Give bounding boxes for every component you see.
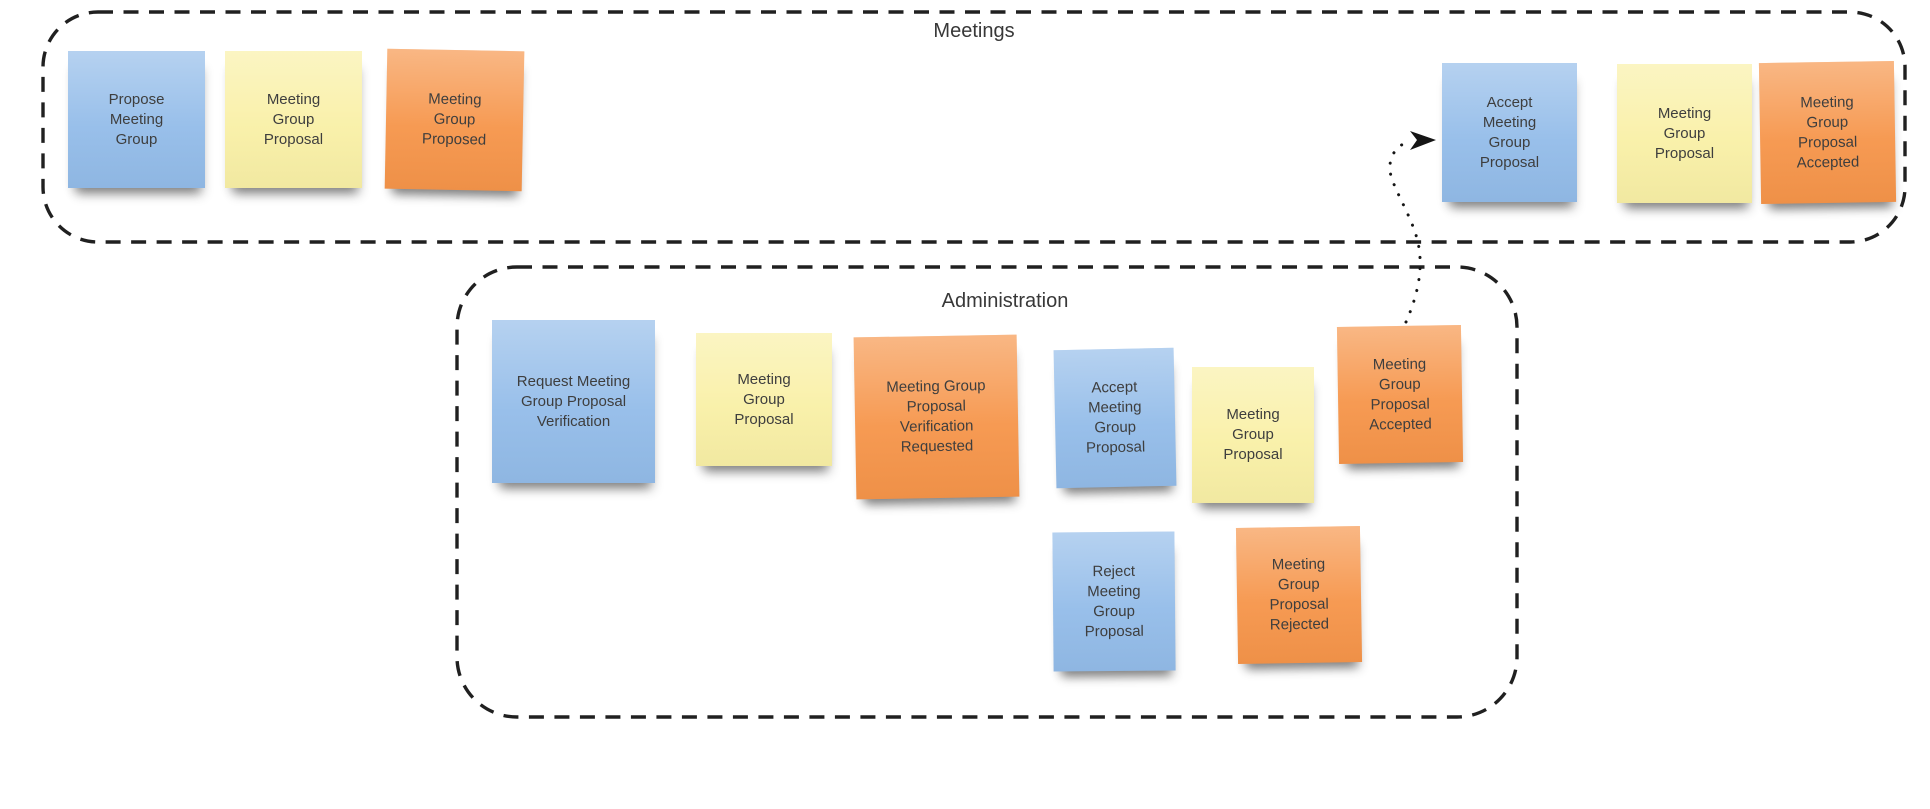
note-text: Accept Meeting Group Proposal	[1479, 93, 1540, 171]
lane-label-meetings: Meetings	[933, 20, 1015, 42]
lane-label-administration: Administration	[941, 290, 1069, 312]
note-text: Request Meeting Group Proposal Verificat…	[516, 372, 631, 430]
note-text: Meeting Group Proposal Verification Requ…	[886, 377, 986, 456]
note-meeting-group-proposal-verification-requested[interactable]: Meeting Group Proposal Verification Requ…	[853, 334, 1020, 500]
note-request-meeting-group-proposal-verification[interactable]: Request Meeting Group Proposal Verificat…	[492, 320, 655, 483]
note-text: Reject Meeting Group Proposal	[1084, 562, 1144, 640]
note-meeting-group-proposal-accepted-meetings[interactable]: Meeting Group Proposal Accepted	[1758, 60, 1897, 205]
note-text: Meeting Group Proposal	[263, 90, 324, 148]
note-meeting-group-proposal-accepted-admin[interactable]: Meeting Group Proposal Accepted	[1336, 325, 1464, 464]
note-text: Meeting Group Proposal Accepted	[1796, 93, 1860, 171]
note-meeting-group-proposal-admin-2[interactable]: Meeting Group Proposal	[1192, 367, 1314, 503]
note-meeting-group-proposal-meetings-1[interactable]: Meeting Group Proposal	[225, 51, 362, 188]
meetings-lane-border[interactable]	[41, 10, 1907, 244]
note-text: Propose Meeting Group	[108, 90, 165, 148]
note-text: Accept Meeting Group Proposal	[1085, 378, 1146, 457]
note-text: Meeting Group Proposal Accepted	[1369, 355, 1432, 433]
note-accept-meeting-group-proposal-meetings[interactable]: Accept Meeting Group Proposal	[1442, 63, 1577, 202]
note-meeting-group-proposed[interactable]: Meeting Group Proposed	[384, 48, 525, 192]
flow-connector-arrowhead-icon	[1410, 131, 1436, 150]
note-text: Meeting Group Proposal	[1654, 104, 1715, 162]
note-meeting-group-proposal-admin-1[interactable]: Meeting Group Proposal	[696, 333, 832, 466]
note-text: Meeting Group Proposal	[1223, 406, 1283, 463]
note-text: Meeting Group Proposal	[734, 370, 794, 428]
note-reject-meeting-group-proposal[interactable]: Reject Meeting Group Proposal	[1052, 531, 1176, 672]
note-meeting-group-proposal-rejected[interactable]: Meeting Group Proposal Rejected	[1235, 526, 1363, 664]
note-accept-meeting-group-proposal-admin[interactable]: Accept Meeting Group Proposal	[1053, 347, 1177, 489]
note-propose-meeting-group[interactable]: Propose Meeting Group	[68, 51, 205, 188]
note-meeting-group-proposal-meetings-2[interactable]: Meeting Group Proposal	[1617, 64, 1752, 203]
administration-lane-border[interactable]	[455, 265, 1519, 719]
note-text: Meeting Group Proposed	[421, 90, 487, 149]
note-text: Meeting Group Proposal Rejected	[1269, 555, 1330, 634]
flow-connector-dotted-line[interactable]	[1388, 139, 1422, 324]
